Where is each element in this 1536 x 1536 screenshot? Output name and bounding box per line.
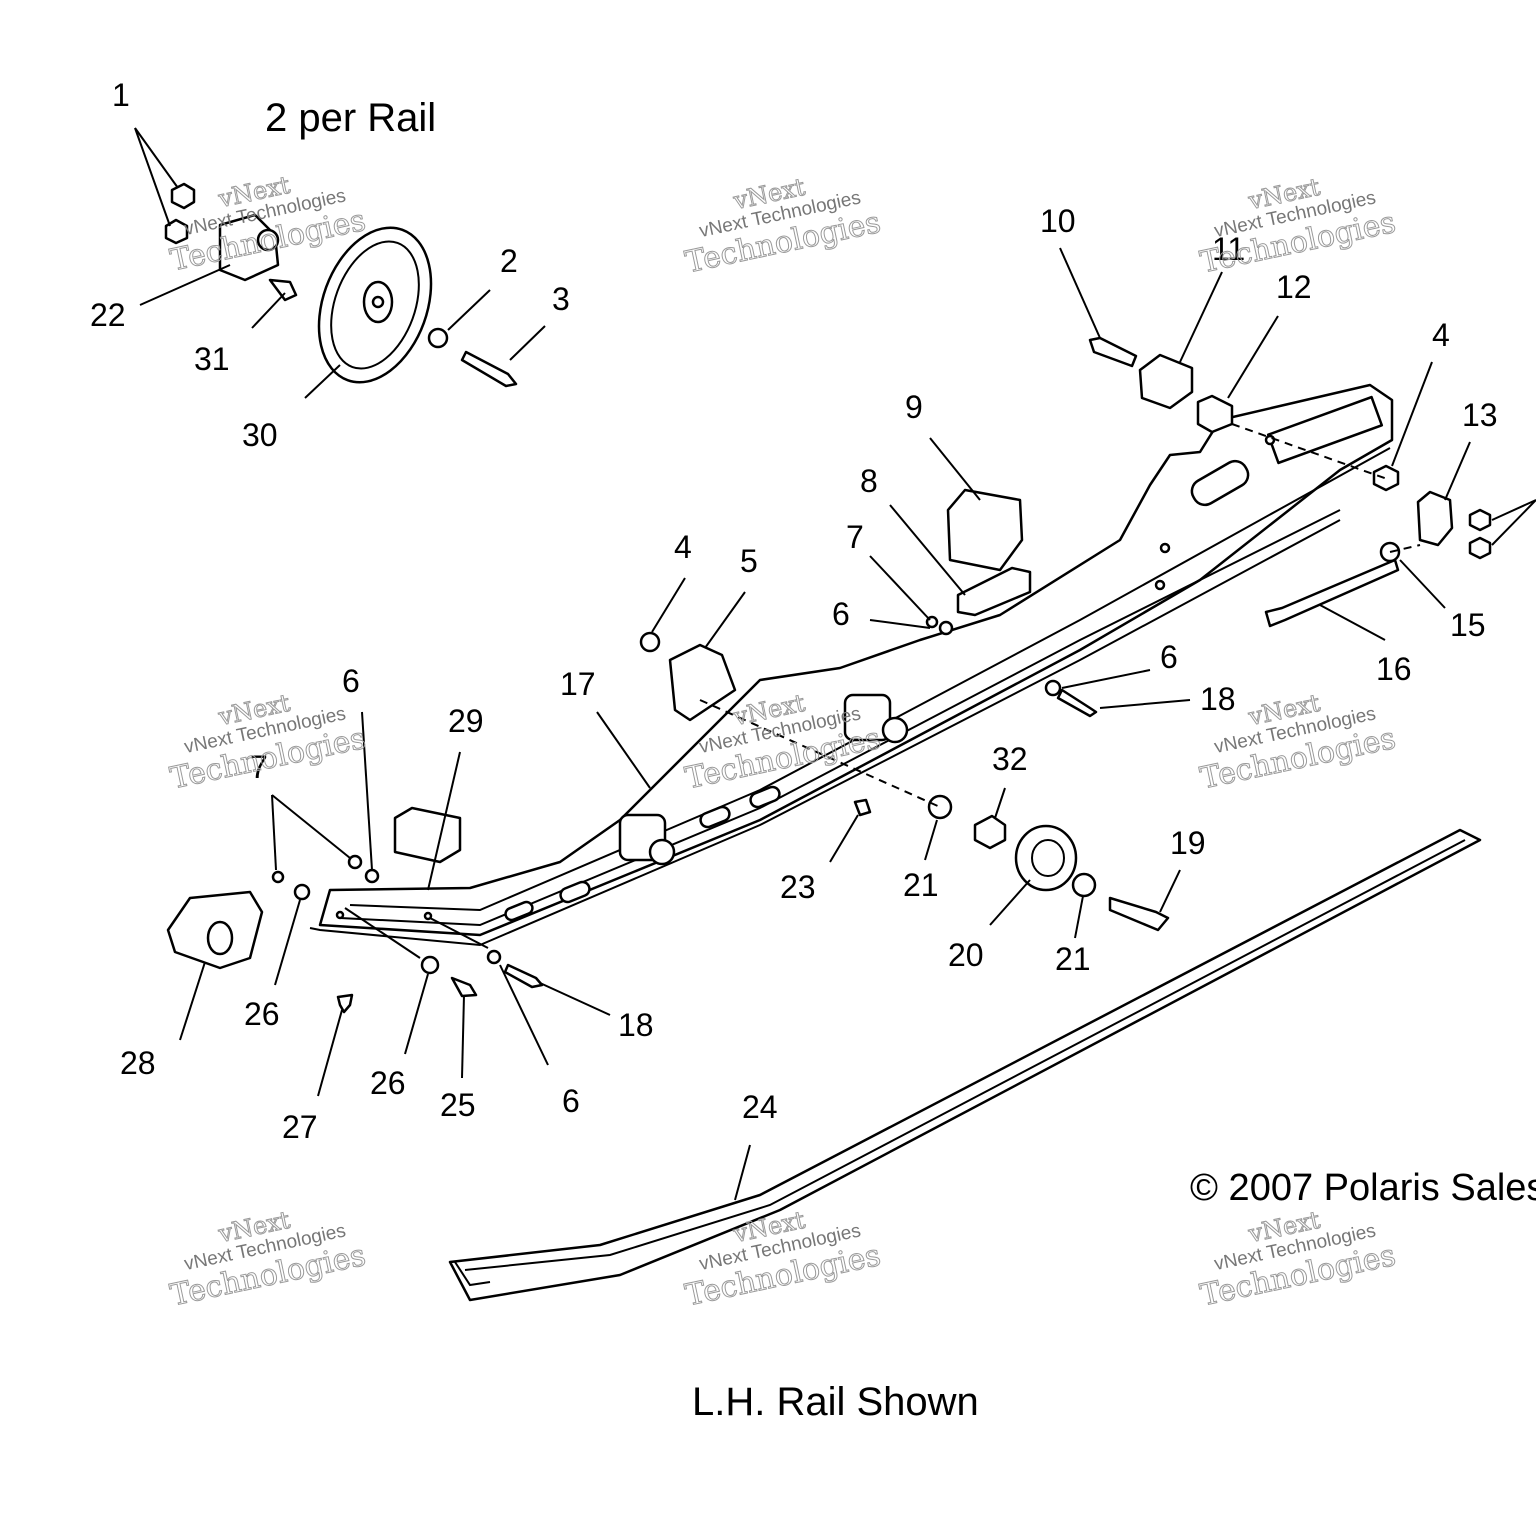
watermark-bottom-right: vNext vNext Technologies Technologies xyxy=(1197,1205,1399,1314)
callout-16: 16 xyxy=(1376,651,1412,687)
callout-15: 15 xyxy=(1450,607,1486,643)
callout-13: 13 xyxy=(1462,397,1498,433)
callout-30: 30 xyxy=(242,417,278,453)
callout-17: 17 xyxy=(560,666,596,702)
bolt-part-18-right xyxy=(1056,688,1098,718)
washer-part-26-b xyxy=(420,955,440,975)
callout-27: 27 xyxy=(282,1109,318,1145)
callout-6-front: 6 xyxy=(342,663,360,699)
nut-part-1a xyxy=(170,182,196,210)
callout-21-mid: 21 xyxy=(903,867,939,903)
washer-part-26-a xyxy=(293,883,311,901)
callout-5: 5 xyxy=(740,543,758,579)
roller-part-20 xyxy=(1014,824,1078,892)
callout-26-left: 26 xyxy=(244,996,280,1032)
callout-31: 31 xyxy=(194,341,230,377)
diagram-caption: L.H. Rail Shown xyxy=(692,1380,979,1424)
watermark-top-right: vNext vNext Technologies Technologies xyxy=(1197,172,1399,281)
callout-3: 3 xyxy=(552,281,570,317)
bushing-part-12 xyxy=(1196,394,1234,434)
callout-6-bottom: 6 xyxy=(562,1083,580,1119)
callout-6-right: 6 xyxy=(1160,639,1178,675)
block-part-9 xyxy=(946,488,1024,572)
callout-25: 25 xyxy=(440,1087,476,1123)
callout-12: 12 xyxy=(1276,269,1312,305)
copyright-notice: © 2007 Polaris Sales xyxy=(1190,1167,1536,1209)
washer-part-6-right xyxy=(1044,679,1062,697)
callout-18-right: 18 xyxy=(1200,681,1236,717)
callout-6-mid: 6 xyxy=(832,596,850,632)
spacer-part-32 xyxy=(973,814,1007,850)
washer-part-6-mid xyxy=(938,620,954,636)
rail-assembly xyxy=(309,383,1394,947)
callout-18-front: 18 xyxy=(618,1007,654,1043)
bolt-part-3 xyxy=(460,350,518,388)
watermark-bottom-mid: vNext vNext Technologies Technologies xyxy=(682,1205,884,1314)
bolt-part-25 xyxy=(450,976,478,998)
block-part-29 xyxy=(393,806,462,864)
callout-4-right: 4 xyxy=(1432,317,1450,353)
callout-10: 10 xyxy=(1040,203,1076,239)
nut-part-4-right xyxy=(1372,464,1400,492)
nut-part-7-front-b xyxy=(347,854,363,870)
bolt-part-10 xyxy=(1088,336,1138,368)
callout-1: 1 xyxy=(112,77,130,113)
callout-23: 23 xyxy=(780,869,816,905)
bolt-part-16 xyxy=(1264,558,1400,628)
rivet-part-27 xyxy=(336,993,354,1014)
callout-2: 2 xyxy=(500,243,518,279)
washer-part-6-front xyxy=(364,868,380,884)
plate-part-5 xyxy=(668,643,737,722)
idler-wheel xyxy=(317,226,433,384)
callout-29: 29 xyxy=(448,703,484,739)
nut-part-right-b xyxy=(1468,536,1492,560)
callout-11: 11 xyxy=(1212,231,1245,267)
bolt-part-23 xyxy=(853,798,872,817)
bolt-part-31 xyxy=(268,278,298,302)
callout-26-bottom: 26 xyxy=(370,1065,406,1101)
spacer-part-11 xyxy=(1138,353,1194,410)
washer-part-21-right xyxy=(1071,872,1097,898)
nut-part-1b xyxy=(164,218,189,245)
watermark-top-mid: vNext vNext Technologies Technologies xyxy=(682,172,884,281)
washer-part-2 xyxy=(427,327,449,349)
bolt-part-19 xyxy=(1108,896,1170,932)
callout-21-right: 21 xyxy=(1055,941,1091,977)
washer-part-21-mid xyxy=(927,794,953,820)
callout-9: 9 xyxy=(905,389,923,425)
leader-lines xyxy=(134,127,1536,1201)
callout-20: 20 xyxy=(948,937,984,973)
assembly-line-middle xyxy=(699,699,941,808)
washer-part-6-front-b xyxy=(486,949,502,965)
watermark-bottom-left: vNext vNext Technologies Technologies xyxy=(167,1205,369,1314)
callout-4-mid: 4 xyxy=(674,529,692,565)
wear-strip xyxy=(448,828,1482,1302)
assembly-line-right xyxy=(1389,544,1421,553)
callout-22: 22 xyxy=(90,297,126,333)
diagram-title: 2 per Rail xyxy=(265,96,436,140)
callout-24: 24 xyxy=(742,1089,778,1125)
bolt-part-18-front xyxy=(503,963,544,989)
callout-32: 32 xyxy=(992,741,1028,777)
callout-labels: 1 2 3 4 4 5 6 6 6 6 7 7 8 9 10 11 12 13 … xyxy=(90,77,1498,1145)
nut-part-7-front-a xyxy=(271,870,285,884)
bracket-part-8 xyxy=(956,566,1032,617)
washer-part-4-mid xyxy=(639,631,661,653)
nut-part-right-a xyxy=(1468,508,1492,532)
callout-28: 28 xyxy=(120,1045,156,1081)
callout-8: 8 xyxy=(860,463,878,499)
callout-19: 19 xyxy=(1170,825,1206,861)
axle-shaft xyxy=(218,213,280,282)
callout-7-mid: 7 xyxy=(846,519,864,555)
callout-7-front: 7 xyxy=(250,749,268,785)
bracket-part-13 xyxy=(1416,490,1454,547)
